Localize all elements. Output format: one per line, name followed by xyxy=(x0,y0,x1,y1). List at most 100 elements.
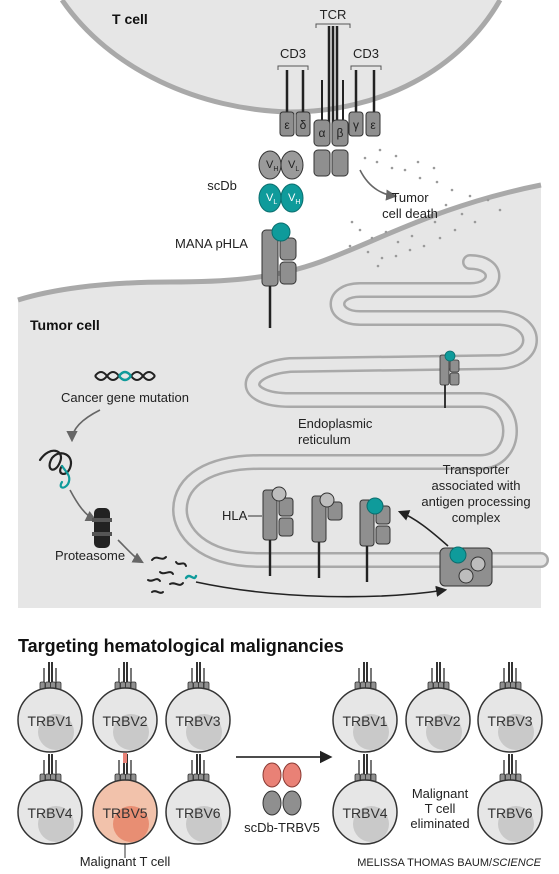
epsilon-left-label: ε xyxy=(284,118,290,132)
trbv-cell: TRBV2 xyxy=(92,661,158,753)
arrow-tap-to-hla xyxy=(397,510,449,547)
endoplasmic-reticulum: Endoplasmic reticulum xyxy=(171,254,549,568)
beta-label: β xyxy=(337,126,344,140)
cell-label: TRBV5 xyxy=(102,805,147,821)
cell-label: TRBV4 xyxy=(27,805,72,821)
dna-icon xyxy=(94,370,156,382)
tcr-receptor-icon xyxy=(114,661,137,691)
cell-label: TRBV4 xyxy=(342,805,387,821)
tumor-cell-death-line2: cell death xyxy=(382,206,438,221)
cell-nucleus xyxy=(353,806,389,842)
cell-nucleus xyxy=(113,806,149,842)
drug-label: scDb-TRBV5 xyxy=(244,820,320,835)
trbv-cell: TRBV4 xyxy=(17,753,83,845)
tumor-cell-death: Tumor cell death xyxy=(348,148,502,268)
cancer-gene-mutation-label: Cancer gene mutation xyxy=(61,390,189,405)
eliminated-line1: Malignant xyxy=(412,786,469,801)
tcr-complex: TCR xyxy=(315,7,351,128)
cd3-left: CD3 ε δ xyxy=(277,46,311,137)
cell-nucleus xyxy=(186,714,222,750)
tcr-receptor-icon xyxy=(187,661,210,691)
mana-phla-label: MANA pHLA xyxy=(175,236,248,251)
tcr-receptor-icon xyxy=(427,661,450,691)
cd3-right-label: CD3 xyxy=(353,46,379,61)
trbv-cell: TRBV5 xyxy=(92,753,158,845)
tumor-cell-label: Tumor cell xyxy=(30,317,100,333)
svg-text:VL: VL xyxy=(266,192,277,206)
cell-nucleus xyxy=(498,806,534,842)
cd3-left-label: CD3 xyxy=(280,46,306,61)
er-label-line1: Endoplasmic xyxy=(298,416,373,431)
tcr-receptor-icon xyxy=(39,661,62,691)
hla-molecules: HLA xyxy=(222,486,391,582)
trbv-cell: TRBV2 xyxy=(405,661,471,753)
tcr-receptor-icon xyxy=(39,753,62,783)
trbv-cell: TRBV6 xyxy=(165,753,231,845)
alpha-label: α xyxy=(319,126,326,140)
top-panel: T cell TCR CD3 ε δ CD3 xyxy=(17,0,549,608)
mutant-protein-icon xyxy=(38,449,73,489)
tcr-receptor-icon xyxy=(187,753,210,783)
svg-text:VL: VL xyxy=(288,159,299,173)
hla-label: HLA xyxy=(222,508,248,523)
cell-nucleus xyxy=(353,714,389,750)
svg-text:VH: VH xyxy=(266,159,278,173)
trbv-cell: TRBV4 xyxy=(332,753,398,845)
cell-label: TRBV1 xyxy=(342,713,387,729)
peptide-fragments-icon xyxy=(147,556,198,594)
cell-label: TRBV2 xyxy=(415,713,460,729)
cell-debris-dots xyxy=(348,148,502,268)
cd3-right: CD3 γ ε xyxy=(348,46,382,137)
trbv-cell: TRBV1 xyxy=(17,661,83,753)
delta-label: δ xyxy=(300,118,307,132)
arrow-to-tap xyxy=(195,581,448,598)
cell-label: TRBV6 xyxy=(487,805,532,821)
scdb-label: scDb xyxy=(207,178,237,193)
tcr-alpha-beta: α β xyxy=(313,119,349,177)
bound-scdb-icon xyxy=(123,753,127,763)
eliminated-line3: eliminated xyxy=(410,816,469,831)
gamma-label: γ xyxy=(353,118,359,132)
credit: MELISSA THOMAS BAUM/SCIENCE xyxy=(357,857,541,869)
trbv-cell: TRBV1 xyxy=(332,661,398,753)
vh-domain-bottom xyxy=(280,183,304,213)
proteasome-icon xyxy=(92,508,112,548)
cell-label: TRBV3 xyxy=(175,713,220,729)
tap-label-line1: Transporter xyxy=(443,462,510,477)
trbv-cell: TRBV6 xyxy=(477,753,543,845)
hla-transport-vesicle xyxy=(439,350,460,408)
arrow-to-protein xyxy=(66,409,101,443)
panel-title: Targeting hematological malignancies xyxy=(18,636,344,656)
cell-nucleus xyxy=(426,714,462,750)
tap-label-line4: complex xyxy=(452,510,501,525)
proteasome-label: Proteasome xyxy=(55,548,125,563)
scdb-trbv5-drug xyxy=(262,762,302,816)
er-label-line2: reticulum xyxy=(298,432,351,447)
cell-nucleus xyxy=(38,714,74,750)
epsilon-right-label: ε xyxy=(370,118,376,132)
tcr-receptor-icon xyxy=(499,753,522,783)
trbv-cell: TRBV3 xyxy=(477,661,543,753)
scdb: scDb VH VL VL VH xyxy=(207,150,304,213)
eliminated-line2: T cell xyxy=(425,801,456,816)
cell-nucleus xyxy=(498,714,534,750)
tcr-receptor-icon xyxy=(499,661,522,691)
svg-text:VH: VH xyxy=(288,192,300,206)
cell-label: TRBV6 xyxy=(175,805,220,821)
tap-label-line3: antigen processing xyxy=(421,494,530,509)
tap-complex xyxy=(439,546,493,587)
tcr-receptor-icon xyxy=(354,753,377,783)
tumor-cell-death-line1: Tumor xyxy=(391,190,429,205)
cell-nucleus xyxy=(186,806,222,842)
cell-label: TRBV3 xyxy=(487,713,532,729)
arrow-to-peptides xyxy=(117,539,144,564)
malignant-label: Malignant T cell xyxy=(80,854,171,869)
t-cell-label: T cell xyxy=(112,11,148,27)
vl-domain-top xyxy=(280,150,304,180)
cell-label: TRBV1 xyxy=(27,713,72,729)
cell-nucleus xyxy=(38,806,74,842)
cell-label: TRBV2 xyxy=(102,713,147,729)
tcr-receptor-icon xyxy=(354,661,377,691)
